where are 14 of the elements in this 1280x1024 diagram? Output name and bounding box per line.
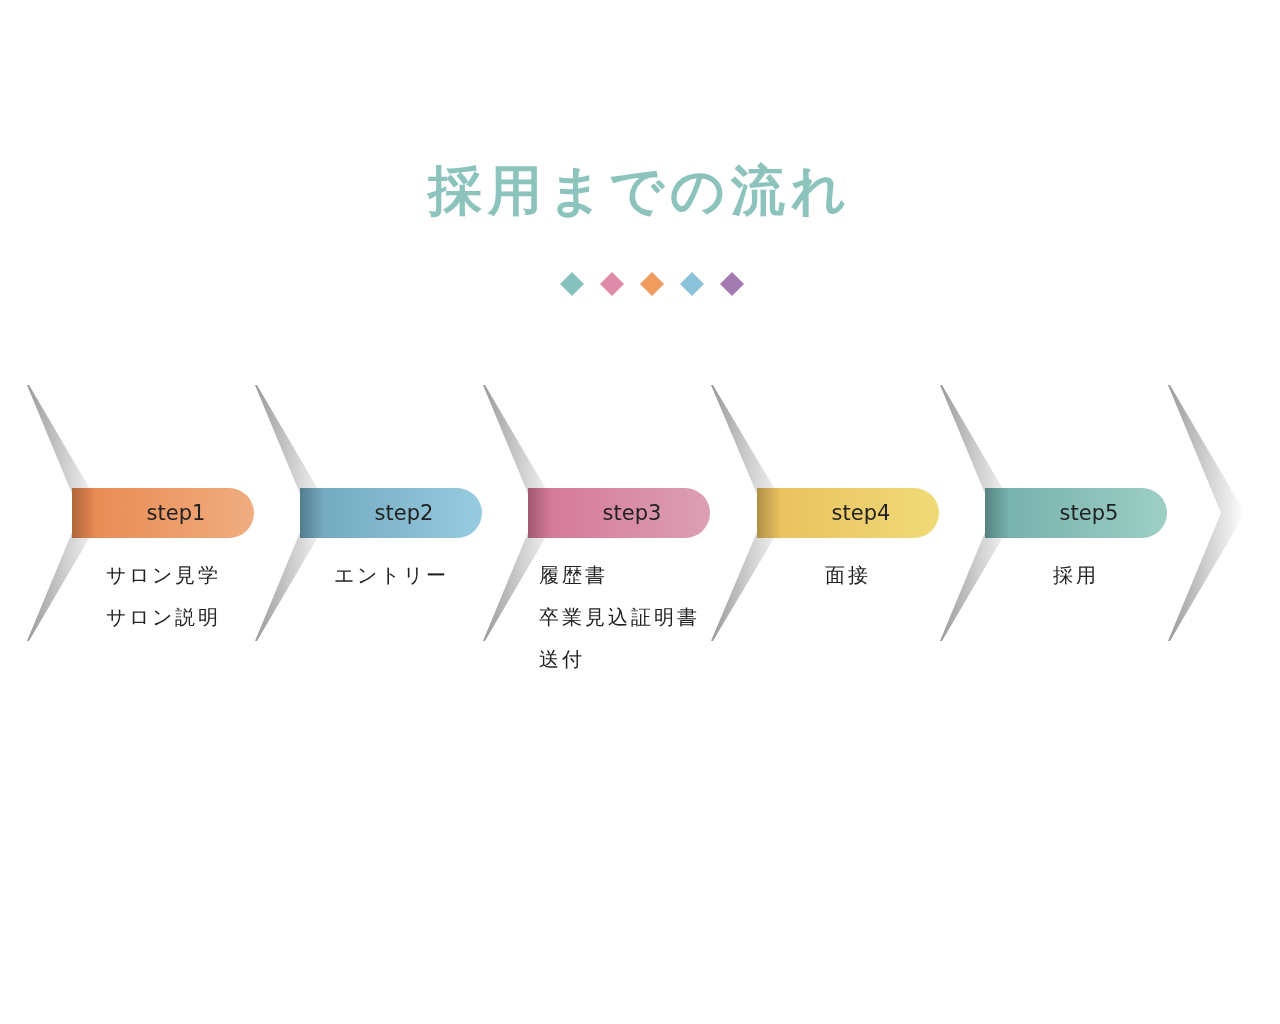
step-description: 履歴書 — [539, 562, 608, 589]
step-description: 採用 — [1052, 562, 1100, 589]
step-description: 面接 — [824, 562, 872, 589]
step-pill: step5 — [985, 488, 1167, 538]
step-description: サロン説明 — [104, 604, 222, 631]
step-description: エントリー — [332, 562, 450, 589]
step-description: 卒業見込証明書 — [539, 604, 700, 631]
diagram-title: 採用までの流れ — [428, 159, 852, 222]
step-pill: step4 — [757, 488, 939, 538]
step-pill: step2 — [300, 488, 482, 538]
step-pill: step3 — [528, 488, 710, 538]
step-description: 送付 — [539, 646, 585, 673]
step-pill: step1 — [72, 488, 254, 538]
step-description: サロン見学 — [104, 562, 222, 589]
